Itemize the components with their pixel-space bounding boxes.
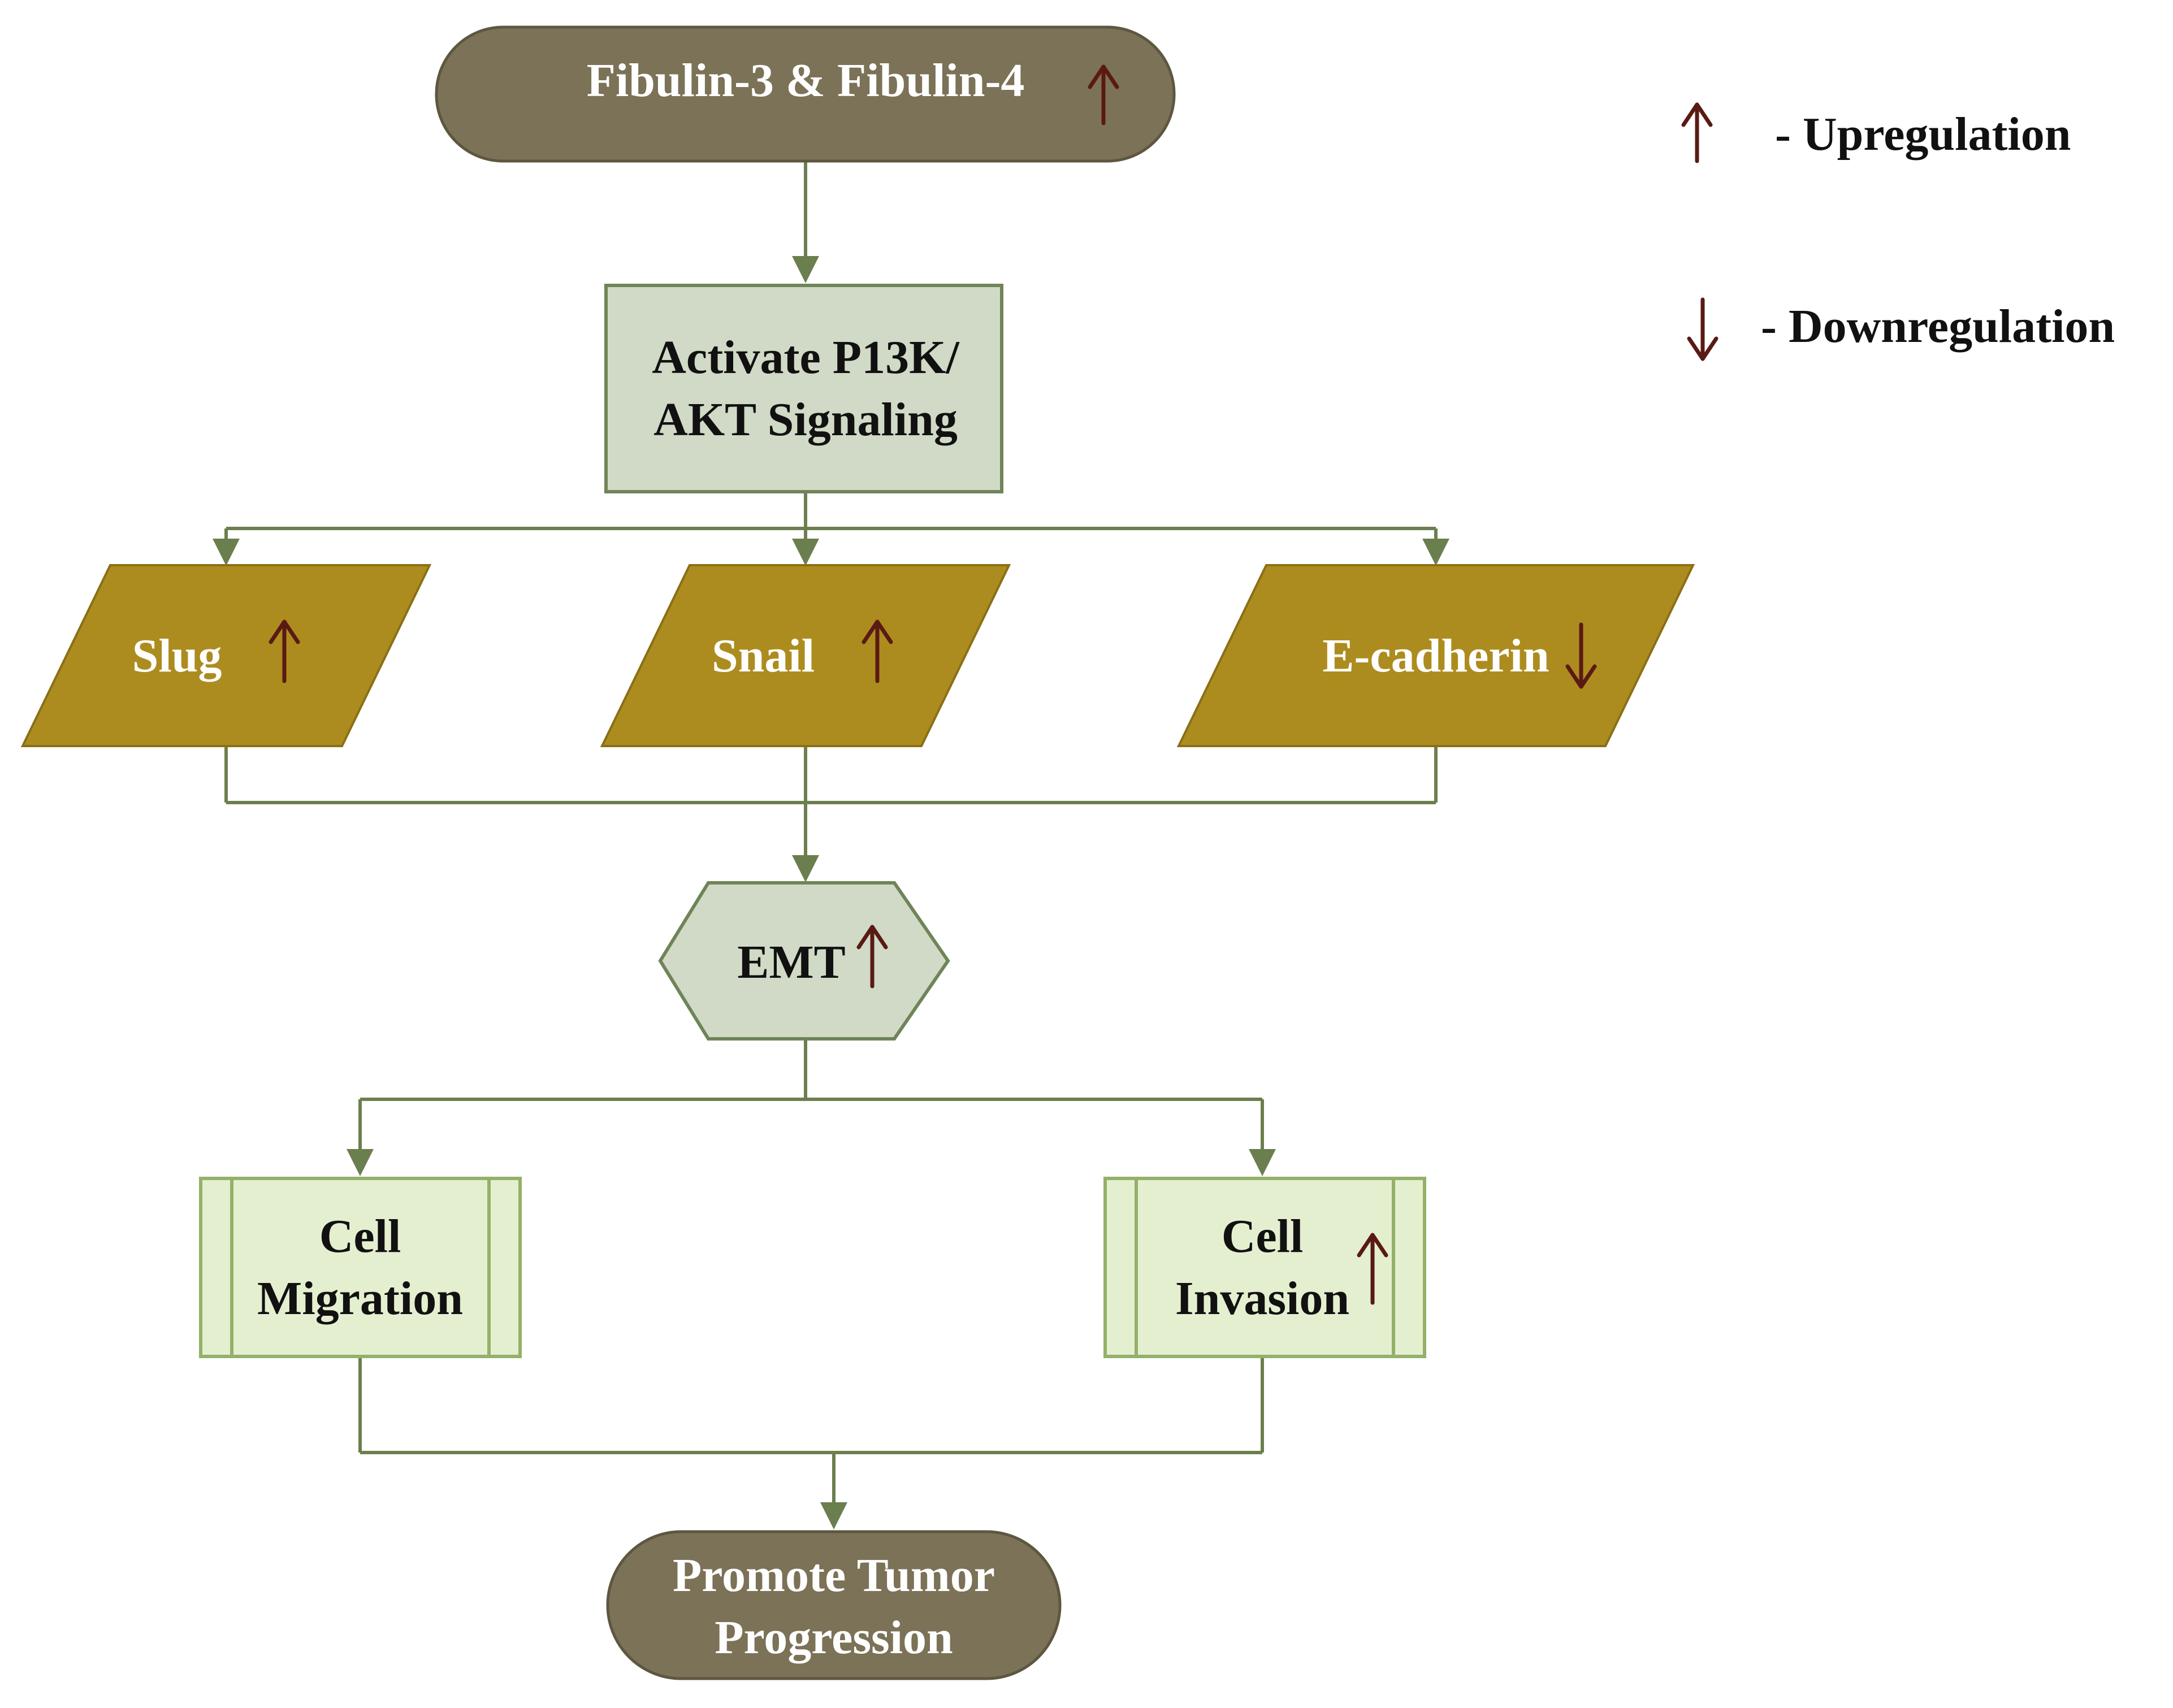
- up-arrow-icon: [862, 619, 893, 683]
- node-snail: Snail: [600, 564, 1011, 747]
- node-migration: Cell Migration: [199, 1177, 522, 1358]
- node-slug: Slug: [20, 564, 432, 747]
- node-pi3k-line-2: AKT Signaling: [653, 393, 958, 446]
- node-ecadherin-label: E-cadherin: [1322, 630, 1549, 682]
- node-fibulin-label: Fibulin-3 & Fibulin-4: [587, 54, 1025, 107]
- connectors: [213, 161, 1449, 1529]
- node-tumor: Promote Tumor Progression: [606, 1530, 1062, 1680]
- node-tumor-line-1: Promote Tumor: [673, 1549, 995, 1602]
- node-slug-label: Slug: [132, 630, 222, 682]
- up-arrow-icon: [1088, 64, 1119, 125]
- node-fibulin: Fibulin-3 & Fibulin-4: [435, 25, 1176, 163]
- up-arrow-icon: [1357, 1233, 1388, 1305]
- up-arrow-icon: [856, 925, 888, 989]
- node-pi3k-line-1: Activate P13K/: [652, 331, 960, 384]
- down-arrow-icon: [1565, 622, 1597, 689]
- node-emt: EMT: [658, 881, 950, 1041]
- node-migration-line-1: Cell: [319, 1210, 401, 1263]
- node-ecadherin: E-cadherin: [1176, 564, 1695, 747]
- node-emt-label: EMT: [737, 936, 845, 989]
- node-invasion: Cell Invasion: [1103, 1177, 1426, 1358]
- node-snail-label: Snail: [712, 630, 815, 682]
- node-invasion-line-2: Invasion: [1175, 1272, 1349, 1325]
- up-arrow-icon: [269, 619, 300, 683]
- legend-up-arrow-icon: [1681, 102, 1713, 163]
- node-migration-line-2: Migration: [257, 1272, 463, 1325]
- node-pi3k: Activate P13K/ AKT Signaling: [604, 284, 1003, 493]
- node-invasion-line-1: Cell: [1222, 1210, 1304, 1263]
- legend: - Upregulation - Downregulation: [1681, 102, 2115, 361]
- legend-up-label: - Upregulation: [1775, 108, 2071, 161]
- node-tumor-line-2: Progression: [715, 1611, 953, 1664]
- legend-down-arrow-icon: [1687, 297, 1719, 361]
- legend-down-label: - Downregulation: [1761, 300, 2115, 353]
